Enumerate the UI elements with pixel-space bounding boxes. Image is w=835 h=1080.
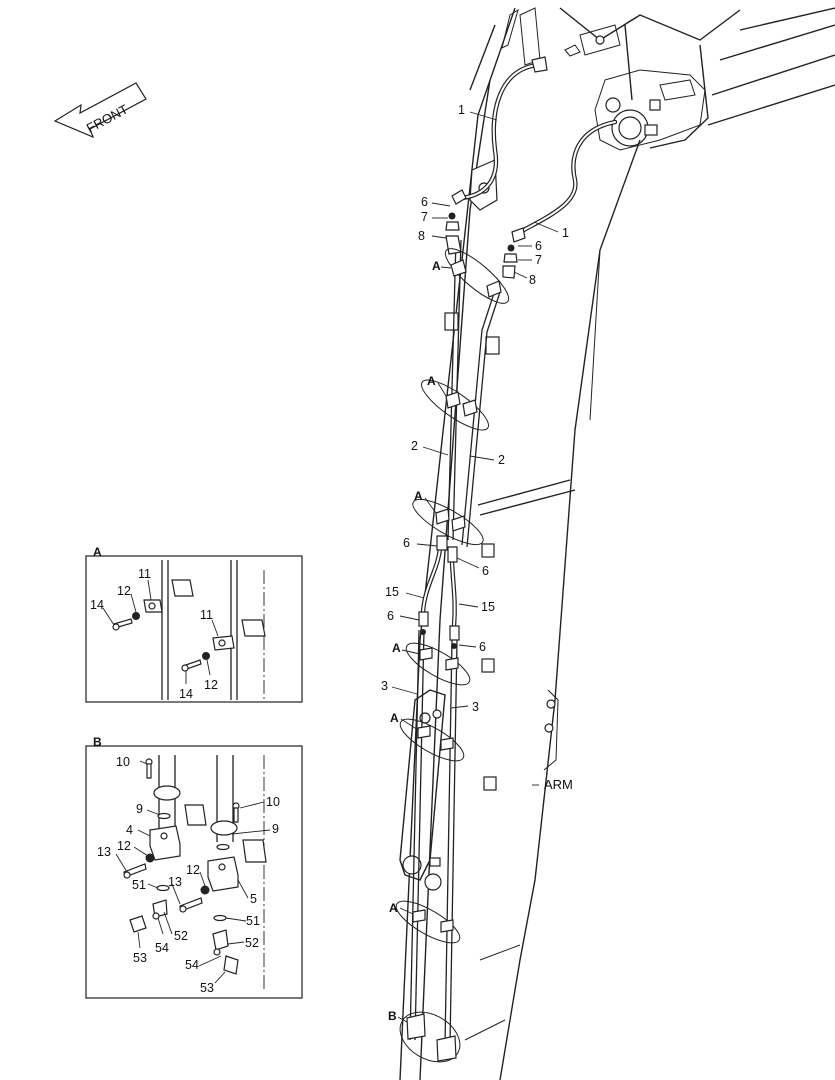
detail-b-callout-52-right: 52 [245, 936, 259, 950]
marker-a-3: A [414, 489, 423, 503]
detail-a-callout-14-top: 14 [90, 598, 104, 612]
detail-b-callout-54-left: 54 [155, 941, 169, 955]
detail-a-callout-12-top: 12 [117, 584, 131, 598]
callout-6-top-right: 6 [535, 239, 542, 253]
detail-b-callout-13-left: 13 [97, 845, 111, 859]
arm-label: ARM [544, 777, 573, 792]
boom-structure [399, 7, 835, 1080]
callout-7-top-left: 7 [421, 210, 428, 224]
main-leaders [391, 111, 559, 1023]
detail-b-callout-53-right: 53 [200, 981, 214, 995]
hose-1-right [512, 119, 618, 238]
callout-1-left: 1 [458, 103, 465, 117]
arm-structure [399, 79, 641, 1080]
callout-6-low-left: 6 [387, 609, 394, 623]
detail-a-callout-11-bottom: 11 [200, 608, 213, 622]
detail-b-callout-53-left: 53 [133, 951, 147, 965]
detail-b-callout-5: 5 [250, 892, 257, 906]
clamps [406, 259, 502, 1062]
callout-8-top-right: 8 [529, 273, 536, 287]
callout-6-top-left: 6 [421, 195, 428, 209]
callout-6-low-right: 6 [479, 640, 486, 654]
front-arrow: FRONT [53, 82, 147, 139]
detail-a-callout-11-top: 11 [138, 567, 151, 581]
clamp-marker-labels: A A A A A A B [388, 259, 441, 1023]
detail-b-callout-51-right: 51 [246, 914, 260, 928]
detail-a-title: A [93, 545, 102, 559]
callout-3-left: 3 [381, 679, 388, 693]
detail-b-callout-9-right: 9 [272, 822, 279, 836]
marker-a-1: A [432, 259, 441, 273]
main-callout-labels: 1 1 6 7 8 6 7 8 2 2 6 6 15 15 6 6 3 3 AR… [381, 103, 573, 792]
callout-3-right: 3 [472, 700, 479, 714]
detail-a-callout-14-bottom: 14 [179, 687, 193, 701]
detail-b-box: B [85, 735, 303, 999]
callout-2-right: 2 [498, 453, 505, 467]
detail-a-box: A 11 12 14 11 12 14 [85, 545, 303, 703]
detail-b-callout-51-left: 51 [132, 878, 146, 892]
detail-b-title: B [93, 735, 102, 749]
callout-2-left: 2 [411, 439, 418, 453]
marker-b-1: B [388, 1009, 397, 1023]
callout-7-top-right: 7 [535, 253, 542, 267]
marker-a-6: A [389, 901, 398, 915]
detail-b-callout-10-right: 10 [266, 795, 280, 809]
callout-15-right: 15 [481, 600, 495, 614]
callout-15-left: 15 [385, 585, 399, 599]
marker-a-4: A [392, 641, 401, 655]
detail-b-callout-9-left: 9 [136, 802, 143, 816]
detail-b-callout-54-right: 54 [185, 958, 199, 972]
marker-a-5: A [390, 711, 399, 725]
hose-15-pair [420, 545, 457, 629]
callout-6-mid-right: 6 [482, 564, 489, 578]
callout-8-top-left: 8 [418, 229, 425, 243]
detail-b-callout-10-left: 10 [116, 755, 130, 769]
detail-a-callout-12-bottom: 12 [204, 678, 218, 692]
pipes [409, 239, 501, 1046]
marker-a-2: A [427, 374, 436, 388]
callout-6-mid-left: 6 [403, 536, 410, 550]
hose-1-left [459, 56, 548, 201]
clamp-ellipses [395, 248, 510, 1063]
callout-1-right: 1 [562, 226, 569, 240]
detail-b-callout-12-left: 12 [117, 839, 131, 853]
detail-b-callout-52-left: 52 [174, 929, 188, 943]
detail-b-callout-13-right: 13 [168, 875, 182, 889]
detail-b-callout-4: 4 [126, 823, 133, 837]
detail-b-callout-12-right: 12 [186, 863, 200, 877]
fittings [418, 189, 526, 649]
